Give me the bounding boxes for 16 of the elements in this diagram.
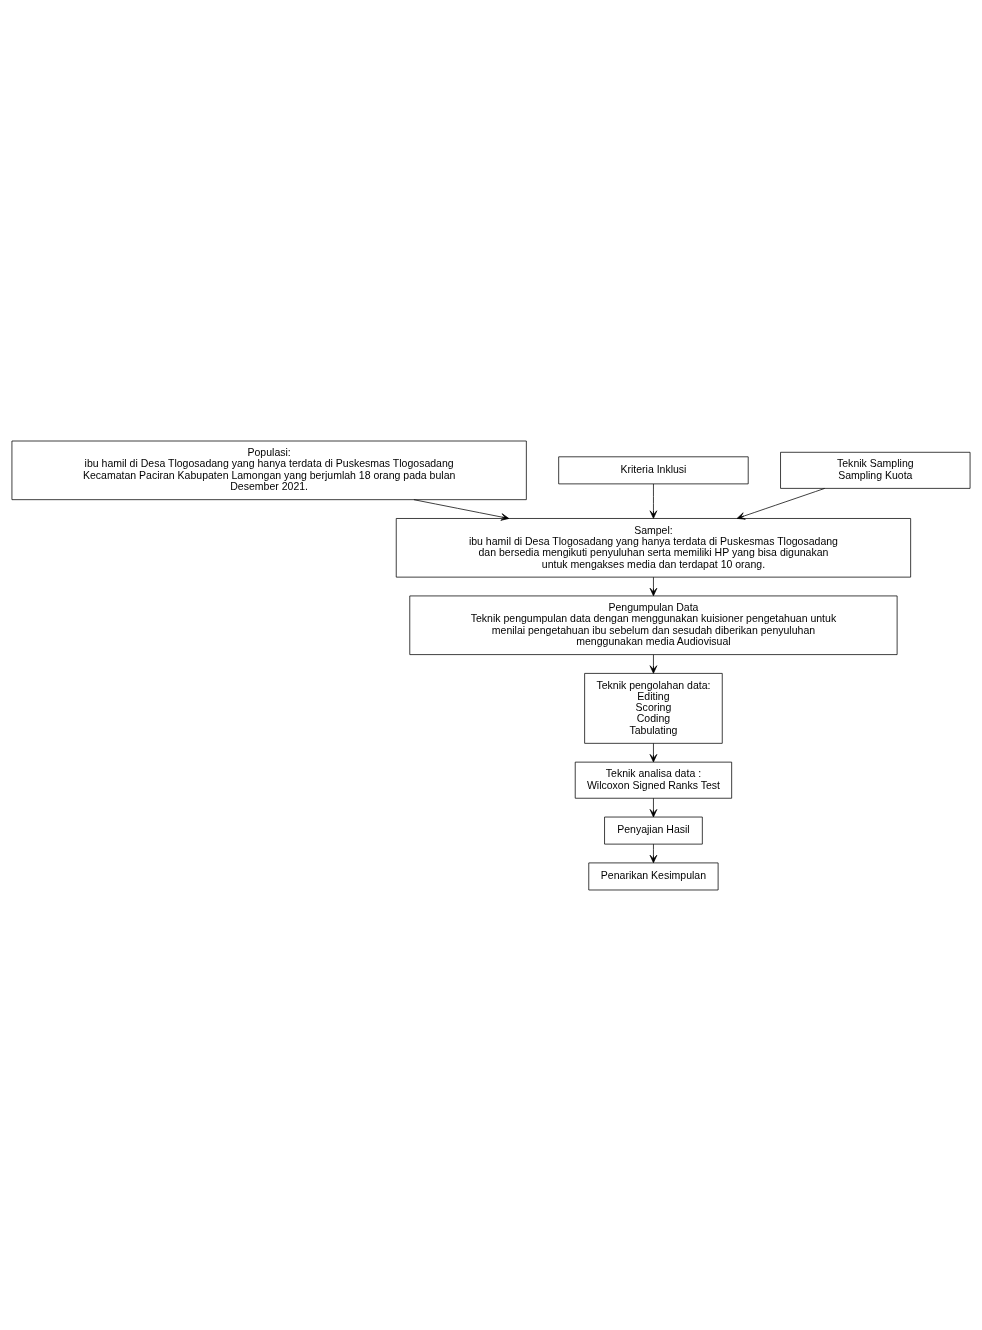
node-box: Populasi: ibu hamil di Desa Tlogosadang yang hanya terdata di Puskesmas Tlogosadang Kecamatan Paciran Kabupaten Lamongan yang berjumlah 18 orang pada bulan Desember 2021. — [11, 440, 527, 500]
node-box: Penarikan Kesimpulan — [588, 862, 719, 890]
arrow — [736, 487, 826, 520]
node-box: Teknik pengolahan data: Editing Scoring Coding Tabulating — [584, 672, 723, 744]
arrow — [649, 653, 658, 674]
node-box: Penyajian Hasil — [604, 816, 703, 844]
node-box: Teknik analisa data : Wilcoxon Signed Ranks Test — [574, 761, 733, 799]
arrow — [649, 483, 658, 519]
node-box: Pengumpulan Data Teknik pengumpulan data dengan menggunakan kuisioner pengetahuan untuk menilai pengetahuan ibu sebelum dan sesudah diberikan penyuluhan menggunakan media Audiovisual — [409, 595, 898, 655]
node-box: Kriteria Inklusi — [558, 455, 749, 484]
arrow — [649, 742, 658, 762]
node-box: Teknik Sampling Sampling Kuota — [780, 451, 971, 489]
arrow — [649, 576, 658, 596]
arrow — [649, 797, 658, 817]
arrow — [649, 843, 658, 863]
node-box: Sampel: ibu hamil di Desa Tlogosadang yang hanya terdata di Puskesmas Tlogosadang dan bersedia mengikuti penyuluhan serta memiliki HP yang bisa digunakan untuk mengakses media dan terdapat 10 orang. — [395, 517, 912, 577]
